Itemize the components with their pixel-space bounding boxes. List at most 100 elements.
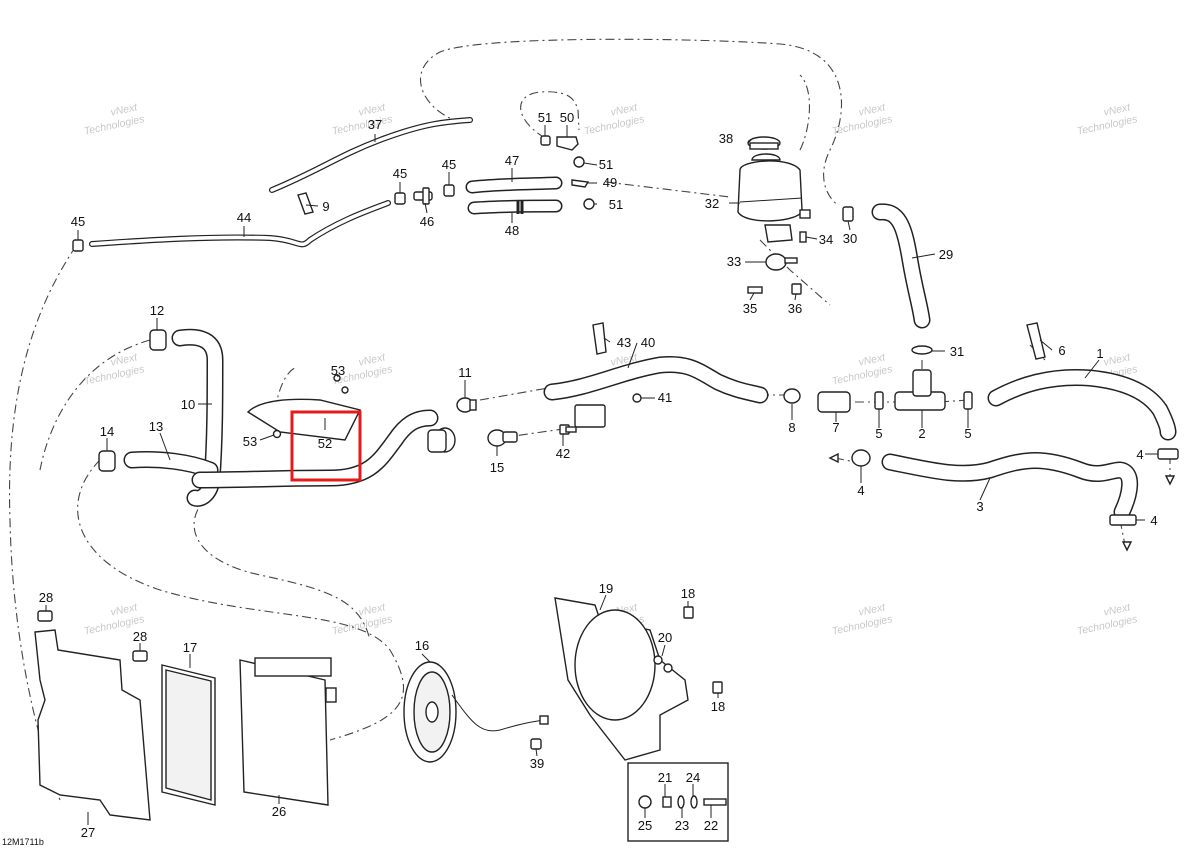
callout-6: 6	[1058, 343, 1065, 358]
callout-36: 36	[788, 301, 802, 316]
part-4-clamp-left	[851, 449, 871, 467]
callout-22: 22	[704, 818, 718, 833]
part-34-bolt	[799, 231, 807, 243]
part-16-fan	[403, 661, 549, 763]
part-29-hose	[871, 203, 931, 329]
part-44-hose	[89, 200, 391, 248]
part-6-clip	[1026, 322, 1046, 360]
part-46-connector	[413, 187, 433, 205]
watermark-text: vNext	[357, 351, 387, 369]
part-45-clamp-mid	[394, 192, 406, 205]
part-32-expansion-tank	[737, 153, 811, 243]
callout-32: 32	[705, 196, 719, 211]
routing-line	[420, 38, 843, 206]
callout-30: 30	[843, 231, 857, 246]
part-28-clip-upper	[37, 610, 53, 622]
routing-line	[520, 91, 580, 139]
diagram-reference-code: 12M1711b	[2, 837, 44, 847]
watermark-text: vNext	[357, 101, 387, 119]
part-8-clamp	[783, 388, 801, 404]
callout-49: 49	[603, 175, 617, 190]
watermark-text: vNext	[109, 351, 139, 369]
callout-2: 2	[918, 426, 925, 441]
part-14-coupler	[98, 450, 116, 472]
watermark-text: vNext	[609, 101, 639, 119]
watermark-text: vNext	[857, 601, 887, 619]
part-41-screw	[632, 393, 642, 403]
watermark-text: vNext	[1102, 351, 1132, 369]
callout-26: 26	[272, 804, 286, 819]
callout-10: 10	[181, 397, 195, 412]
part-26-radiator	[239, 657, 337, 806]
part-25-grommet	[638, 795, 652, 809]
part-28-clip-lower	[132, 650, 148, 662]
callout-20: 20	[658, 630, 672, 645]
callout-3: 3	[976, 499, 983, 514]
callout-35: 35	[743, 301, 757, 316]
callout-45: 45	[393, 166, 407, 181]
callout-12: 12	[150, 303, 164, 318]
part-11-clamp	[456, 397, 477, 413]
callout-40: 40	[641, 335, 655, 350]
callout-19: 19	[599, 581, 613, 596]
part-2-tee	[894, 369, 946, 411]
part-13-hose	[123, 451, 219, 479]
callout-18: 18	[711, 699, 725, 714]
part-17-panel	[161, 664, 216, 806]
callout-33: 33	[727, 254, 741, 269]
callout-28: 28	[39, 590, 53, 605]
hardware-kit-box	[627, 762, 729, 842]
part-24-washer	[690, 795, 698, 809]
callout-14: 14	[100, 424, 114, 439]
routing-line	[499, 427, 571, 439]
watermark-text: vNext	[857, 101, 887, 119]
part-21-sleeve	[662, 796, 672, 808]
callout-4: 4	[1136, 447, 1143, 462]
callout-43: 43	[617, 335, 631, 350]
callout-48: 48	[505, 223, 519, 238]
callout-25: 25	[638, 818, 652, 833]
routing-line	[759, 239, 831, 306]
part-18-nut-top	[683, 606, 694, 619]
routing-line	[799, 74, 810, 151]
part-30-clamp	[842, 206, 854, 222]
callout-34: 34	[819, 232, 833, 247]
part-40-pipe	[543, 355, 769, 428]
callout-45: 45	[442, 157, 456, 172]
routing-line	[479, 387, 549, 401]
callout-46: 46	[420, 214, 434, 229]
callout-1: 1	[1096, 346, 1103, 361]
part-36-nut	[791, 283, 802, 295]
routing-lines	[8, 38, 1171, 801]
part-5-clamp-right	[963, 391, 973, 410]
routing-line	[39, 339, 151, 471]
inlet-coupler	[427, 427, 456, 453]
highlight-box-part-52	[290, 410, 362, 482]
watermark-text: vNext	[109, 601, 139, 619]
callout-4: 4	[857, 483, 864, 498]
callout-44: 44	[237, 210, 251, 225]
callout-47: 47	[505, 153, 519, 168]
part-10-hose	[171, 328, 224, 507]
callout-52: 52	[318, 436, 332, 451]
part-1-hose	[987, 368, 1177, 441]
part-22-bolt	[703, 798, 727, 806]
watermark-text: vNext	[1102, 101, 1132, 119]
watermark-text: vNext	[857, 351, 887, 369]
part-45-clamp-right	[443, 184, 455, 197]
part-39-connector	[530, 738, 542, 750]
callout-41: 41	[658, 390, 672, 405]
callout-28: 28	[133, 629, 147, 644]
callout-21: 21	[658, 770, 672, 785]
callout-23: 23	[675, 818, 689, 833]
flow-arrows	[828, 452, 1176, 552]
routing-line	[605, 181, 731, 198]
callout-50: 50	[560, 110, 574, 125]
callout-5: 5	[875, 426, 882, 441]
callout-9: 9	[322, 199, 329, 214]
watermark-text: vNext	[109, 101, 139, 119]
part-19-bracket	[554, 597, 689, 761]
part-4-clamp-right-bottom	[1109, 514, 1137, 526]
callout-42: 42	[556, 446, 570, 461]
